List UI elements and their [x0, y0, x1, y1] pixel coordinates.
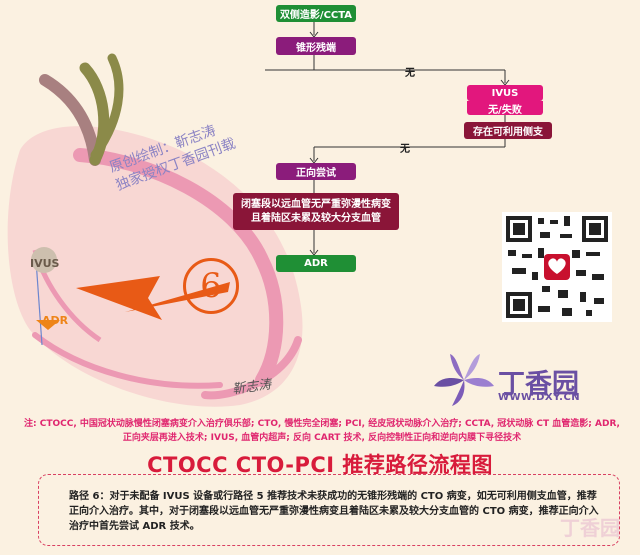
- node-ivus: IVUS: [467, 85, 543, 101]
- brand-name: 丁香园: [498, 369, 579, 400]
- node-adr: ADR: [276, 255, 356, 272]
- brand-url: WWW.DXY.CN: [498, 392, 581, 403]
- node-dual-angiography: 双侧造影/CCTA: [276, 5, 356, 22]
- path-number-badge: 6: [183, 258, 239, 314]
- node-antegrade-attempt: 正向尝试: [276, 163, 356, 180]
- description-box: 路径 6：对于未配备 IVUS 设备或行路径 5 推荐技术未获成功的无锥形残端的…: [38, 474, 620, 546]
- page-title: CTOCC CTO-PCI 推荐路径流程图: [147, 453, 493, 477]
- qr-code: [502, 212, 612, 322]
- dxy-logo-icon: [434, 354, 494, 406]
- edge-label-no-2: 无: [400, 144, 410, 155]
- description-text: 路径 6：对于未配备 IVUS 设备或行路径 5 推荐技术未获成功的无锥形残端的…: [69, 491, 599, 532]
- ivus-badge: IVUS: [30, 257, 60, 270]
- node-blunt-stump: 锥形残端: [276, 37, 356, 55]
- adr-badge: ADR: [42, 314, 69, 327]
- watermark: 丁香园: [560, 516, 620, 540]
- edge-label-no-1: 无: [405, 68, 415, 79]
- node-none-fail: 无/失败: [467, 101, 543, 116]
- node-usable-collaterals: 存在可利用侧支: [464, 122, 552, 139]
- node-distal-vessel-condition: 闭塞段以远血管无严重弥漫性病变且着陆区未累及较大分支血管: [233, 193, 399, 230]
- abbreviation-notes: 注: CTOCC, 中国冠状动脉慢性闭塞病变介入治疗俱乐部; CTO, 慢性完全…: [24, 419, 620, 443]
